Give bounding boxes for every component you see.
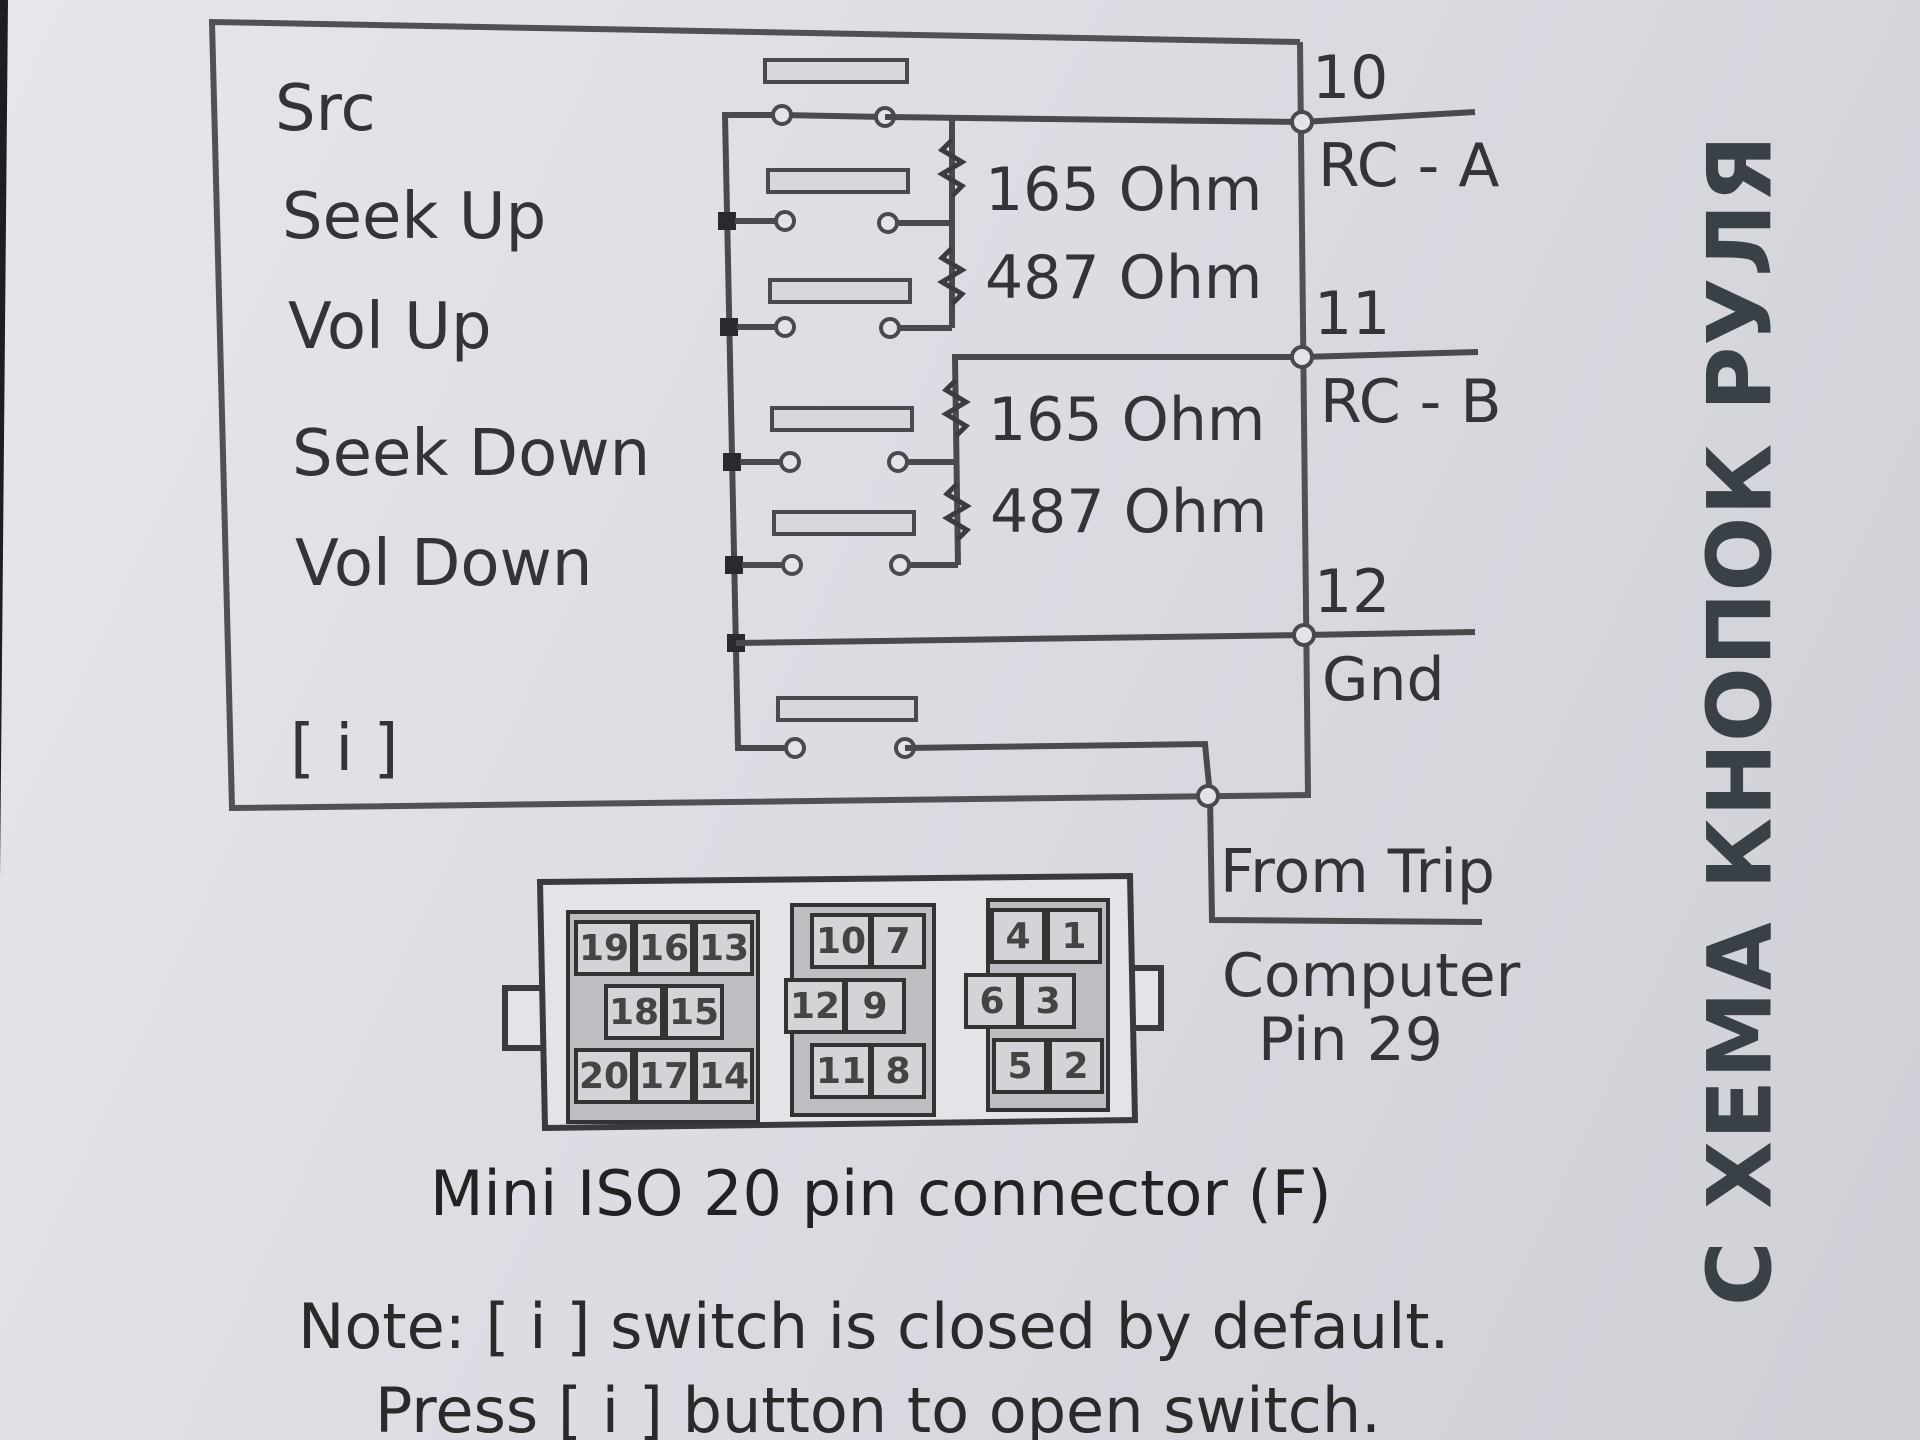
pin-18: 18	[609, 992, 659, 1033]
switch-seek-down	[740, 406, 956, 473]
label-vol-down: Vol Down	[295, 527, 592, 601]
switch-seek-up	[735, 168, 950, 234]
rc-a-wire	[884, 109, 1476, 126]
resistor-a2-label: 487 Ohm	[985, 243, 1262, 313]
pin-10: 10	[816, 921, 866, 962]
label-seek-up: Seek Up	[282, 180, 546, 254]
pin-8: 8	[885, 1051, 910, 1092]
rc-b-label: RC - B	[1320, 367, 1502, 437]
rc-b-resistor-ladder	[941, 356, 972, 566]
side-title: С ХЕМА КНОПОК РУЛЯ	[1688, 133, 1792, 1307]
note-line-2: Press [ i ] button to open switch.	[375, 1374, 1381, 1440]
label-src: Src	[275, 72, 376, 146]
pin-5: 5	[1007, 1046, 1032, 1087]
connector-caption: Mini ISO 20 pin connector (F)	[430, 1157, 1332, 1230]
label-seek-down: Seek Down	[292, 417, 650, 491]
resistor-a1-label: 165 Ohm	[985, 155, 1262, 225]
pin-12-label: 12	[1314, 557, 1390, 627]
pin-6: 6	[979, 981, 1004, 1022]
gnd-label: Gnd	[1322, 645, 1445, 715]
junction-dot	[725, 556, 743, 574]
resistor-b1-label: 165 Ohm	[988, 385, 1265, 455]
pin-7: 7	[885, 921, 910, 962]
common-bus-wire	[721, 112, 792, 751]
pin-13: 13	[699, 928, 749, 969]
pin-12: 12	[790, 986, 840, 1027]
computer-label: Computer	[1222, 941, 1521, 1011]
control-box-frame	[208, 18, 1312, 812]
rc-b-wire	[952, 349, 1479, 360]
from-trip-label: From Trip	[1220, 837, 1495, 907]
pin-9: 9	[862, 986, 887, 1027]
pin-10-label: 10	[1312, 43, 1388, 113]
pin-16: 16	[639, 928, 689, 969]
pin-17: 17	[639, 1056, 689, 1097]
note-line-1: Note: [ i ] switch is closed by default.	[298, 1290, 1449, 1363]
pin-11-terminal	[1290, 345, 1314, 369]
pin-11: 11	[816, 1051, 866, 1092]
pin-11-label: 11	[1314, 279, 1390, 349]
switch-vol-down	[742, 510, 958, 576]
pin-20: 20	[579, 1056, 629, 1097]
pin-1: 1	[1061, 916, 1086, 957]
pin-29-label: Pin 29	[1258, 1005, 1443, 1075]
junction-dot	[720, 318, 738, 336]
label-info: [ i ]	[290, 712, 398, 786]
junction-dot	[723, 453, 741, 471]
pin-4: 4	[1005, 916, 1030, 957]
pin-12-terminal	[1292, 623, 1316, 647]
trip-terminal	[1196, 784, 1220, 808]
resistor-b2-label: 487 Ohm	[990, 477, 1267, 547]
rc-a-resistor-ladder	[937, 117, 967, 328]
switch-info	[776, 696, 918, 759]
pin-10-terminal	[1290, 110, 1314, 134]
switch-vol-up	[737, 278, 952, 339]
pin-2: 2	[1063, 1046, 1088, 1087]
pin-19: 19	[579, 928, 629, 969]
gnd-wire	[735, 629, 1476, 646]
pin-15: 15	[669, 992, 719, 1033]
mini-iso-connector: 19 16 13 18 15 20 17 14 10 7 12 9 11 8 4…	[502, 872, 1164, 1132]
rc-a-label: RC - A	[1318, 131, 1499, 201]
label-vol-up: Vol Up	[288, 290, 492, 364]
junction-dot	[718, 212, 736, 230]
pin-3: 3	[1035, 981, 1060, 1022]
pin-14: 14	[699, 1056, 749, 1097]
